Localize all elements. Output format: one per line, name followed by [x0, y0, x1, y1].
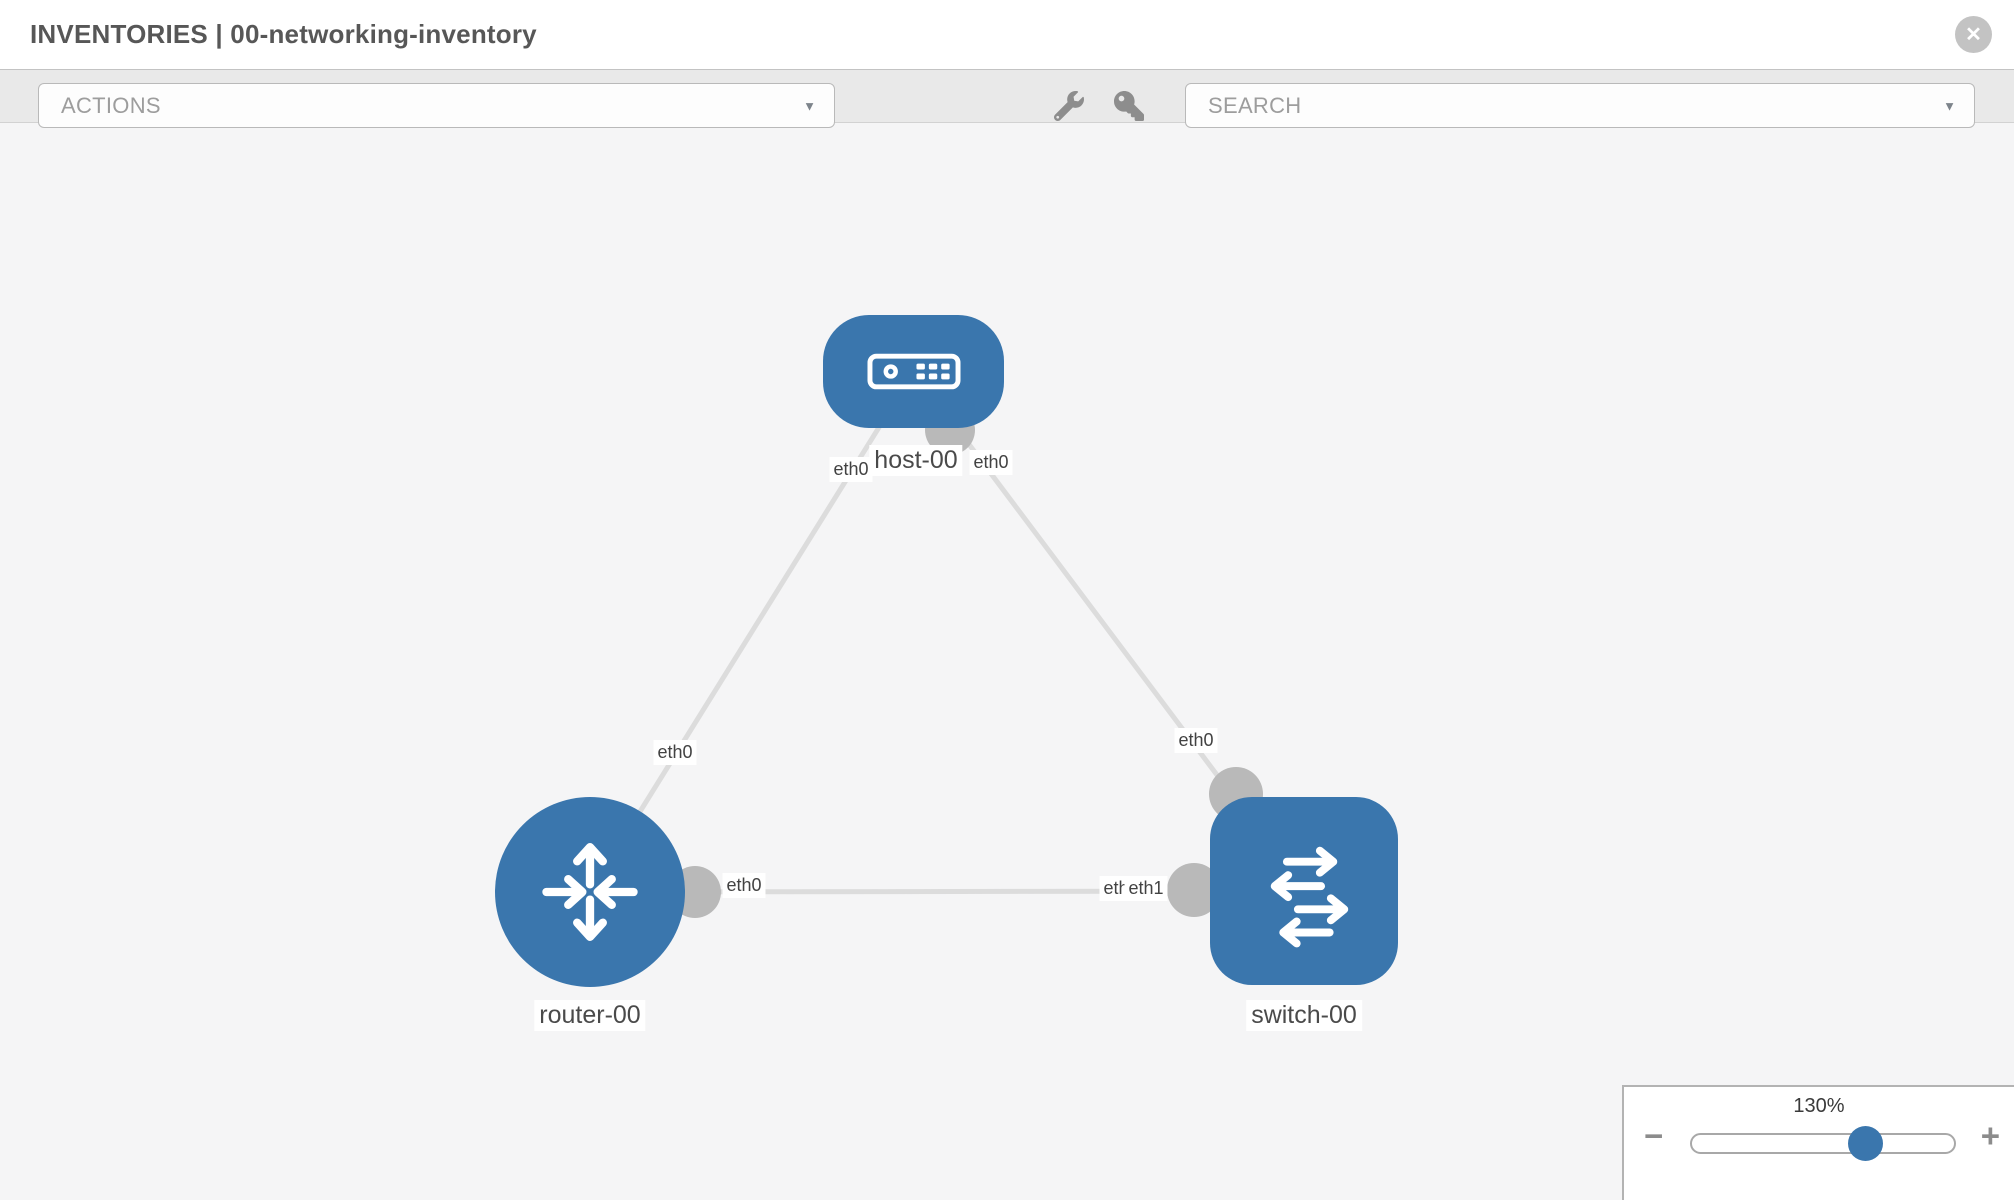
node-switch-00[interactable]: [1210, 797, 1398, 985]
switch-icon: [1270, 846, 1349, 948]
actions-dropdown-label: ACTIONS: [61, 92, 161, 118]
interface-label: eth0: [969, 450, 1013, 475]
minus-icon: −: [1644, 1117, 1664, 1154]
actions-dropdown[interactable]: ACTIONS ▼: [38, 83, 835, 128]
close-icon: ✕: [1965, 24, 1982, 46]
interface-label: eth0: [829, 457, 873, 482]
close-button[interactable]: ✕: [1955, 16, 1992, 53]
interface-label: eth0: [653, 740, 697, 765]
interface-label: eth0: [1174, 728, 1218, 753]
router-icon: [542, 843, 638, 941]
zoom-level-label: 130%: [1793, 1095, 1845, 1117]
page-title: INVENTORIES | 00-networking-inventory: [30, 19, 537, 49]
chevron-down-icon: ▼: [803, 98, 816, 113]
interface-label: eth1: [1124, 876, 1168, 901]
plus-icon: +: [1980, 1117, 2000, 1154]
zoom-slider-thumb[interactable]: [1848, 1126, 1883, 1161]
search-dropdown[interactable]: SEARCH ▼: [1185, 83, 1975, 128]
interface-label: eth0: [722, 873, 766, 898]
configure-tools-button[interactable]: [1046, 83, 1092, 128]
zoom-out-button[interactable]: −: [1644, 1117, 1663, 1155]
wrench-icon: [1054, 90, 1084, 121]
interface-circle-switch-left: [1167, 863, 1221, 917]
topology-canvas[interactable]: host-00 router-00 switch-00 eth0 eth0 et…: [0, 123, 2014, 1200]
credentials-button[interactable]: [1106, 83, 1152, 128]
node-host-00[interactable]: [823, 315, 1004, 428]
node-label-host: host-00: [869, 445, 963, 476]
zoom-in-button[interactable]: +: [1981, 1117, 2000, 1155]
search-dropdown-label: SEARCH: [1208, 92, 1302, 118]
header: INVENTORIES | 00-networking-inventory ✕: [0, 0, 2014, 70]
key-icon: [1114, 90, 1144, 121]
zoom-panel: 130% − +: [1622, 1085, 2014, 1200]
chevron-down-icon: ▼: [1943, 98, 1956, 113]
topology-links-layer: [587, 369, 1306, 918]
zoom-slider-track[interactable]: [1690, 1133, 1956, 1154]
toolbar: ACTIONS ▼ SEARCH ▼: [0, 70, 2014, 128]
node-label-router: router-00: [534, 1000, 646, 1031]
node-label-switch: switch-00: [1246, 1000, 1362, 1031]
host-icon: [866, 353, 961, 390]
node-router-00[interactable]: [495, 797, 685, 987]
